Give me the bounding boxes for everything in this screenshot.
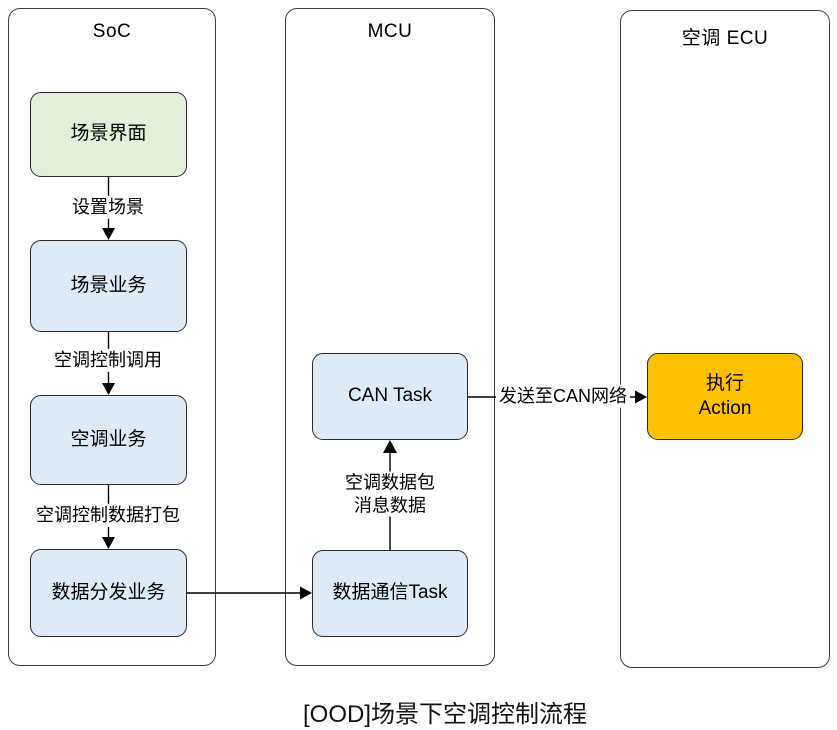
lane-soc-title: SoC (92, 21, 132, 42)
node-exec-action: 执行 Action (647, 353, 803, 440)
edge-label-send-to-can: 发送至CAN网络 (495, 384, 631, 408)
edge-label-ac-data-pack: 空调控制数据打包 (33, 503, 183, 527)
node-data-comm-task: 数据通信Task (312, 550, 468, 637)
node-ac-service: 空调业务 (30, 395, 187, 485)
edge-label-ac-control-call: 空调控制调用 (51, 348, 165, 372)
node-can-task: CAN Task (312, 353, 468, 440)
lane-mcu-title: MCU (367, 21, 413, 42)
node-scene-ui: 场景界面 (30, 92, 187, 177)
edge-label-ac-packet-msg: 空调数据包 消息数据 (342, 471, 438, 517)
lane-ac-ecu: 空调 ECU (620, 10, 830, 668)
lane-mcu: MCU (285, 8, 495, 666)
diagram-caption: [OOD]场景下空调控制流程 (302, 701, 588, 728)
node-data-dispatch: 数据分发业务 (30, 549, 187, 637)
node-scene-service: 场景业务 (30, 240, 187, 332)
edge-label-set-scene: 设置场景 (69, 195, 147, 219)
lane-ac-ecu-title: 空调 ECU (681, 28, 769, 49)
lane-soc: SoC (8, 8, 216, 666)
